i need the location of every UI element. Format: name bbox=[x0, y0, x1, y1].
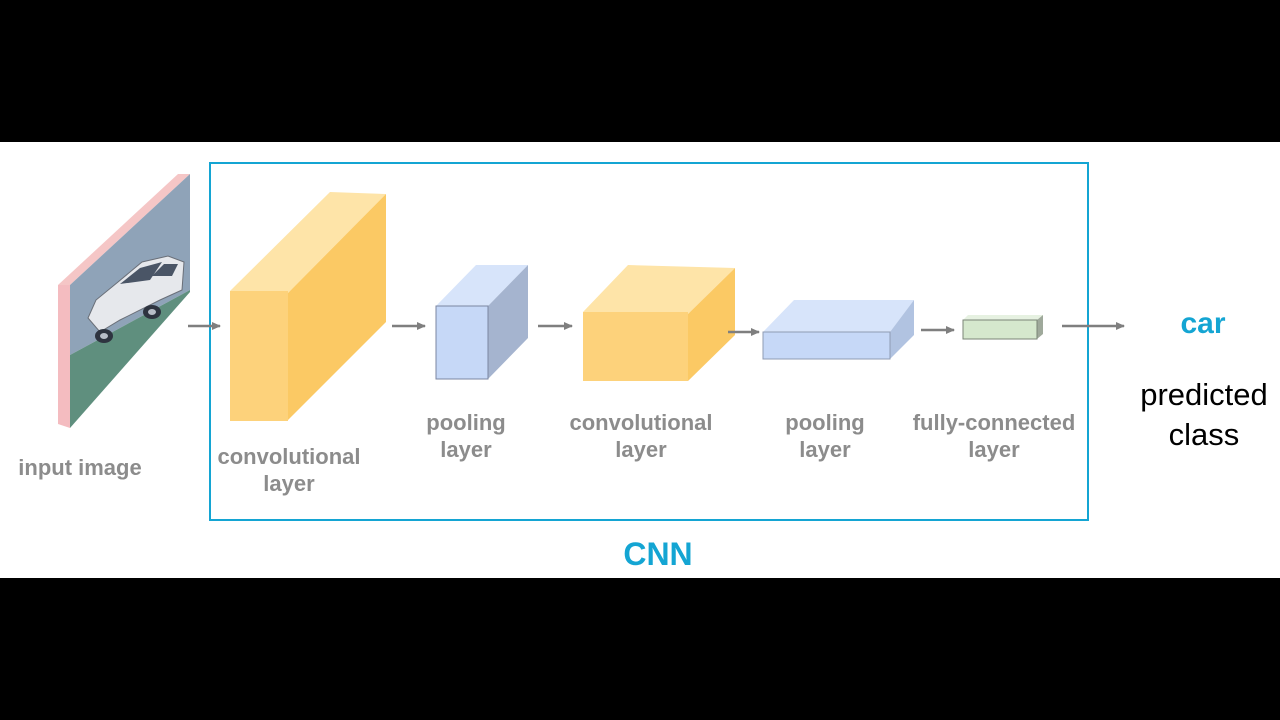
predicted-class-caption: predicted class bbox=[1128, 375, 1280, 455]
conv-layer-2-label: convolutional layer bbox=[552, 409, 730, 463]
pooling-layer-1-block bbox=[435, 265, 528, 380]
pooling-layer-2-label-line1: pooling bbox=[785, 410, 865, 435]
conv-layer-1-label-line2: layer bbox=[263, 471, 315, 496]
fully-connected-layer-label: fully-connected layer bbox=[898, 409, 1090, 463]
conv-layer-2-label-line2: layer bbox=[615, 437, 667, 462]
conv-layer-2-label-line1: convolutional bbox=[569, 410, 713, 435]
fully-connected-layer-block bbox=[962, 315, 1043, 340]
car-image bbox=[87, 255, 185, 343]
pooling-layer-2-block bbox=[762, 300, 914, 360]
conv-layer-1-block bbox=[230, 192, 386, 421]
pooling-layer-2-label-line2: layer bbox=[799, 437, 851, 462]
pooling-layer-1-label-line2: layer bbox=[440, 437, 492, 462]
fully-connected-layer-label-line2: layer bbox=[968, 437, 1020, 462]
predicted-class-value: car bbox=[1180, 307, 1226, 340]
pooling-layer-1-label-line1: pooling bbox=[426, 410, 506, 435]
pooling-layer-1-label: pooling layer bbox=[410, 409, 522, 463]
cnn-boundary-box bbox=[209, 162, 1089, 521]
fully-connected-layer-label-line1: fully-connected bbox=[912, 410, 1076, 435]
cnn-title: CNN bbox=[623, 536, 693, 572]
pooling-layer-2-label: pooling layer bbox=[769, 409, 881, 463]
predicted-class-caption-line1: predicted bbox=[1140, 377, 1268, 412]
conv-layer-1-label: convolutional layer bbox=[200, 443, 378, 497]
input-image-label: input image bbox=[18, 455, 142, 480]
conv-layer-2-block bbox=[583, 265, 735, 381]
predicted-class-caption-line2: class bbox=[1168, 417, 1240, 452]
conv-layer-1-label-line1: convolutional bbox=[217, 444, 361, 469]
